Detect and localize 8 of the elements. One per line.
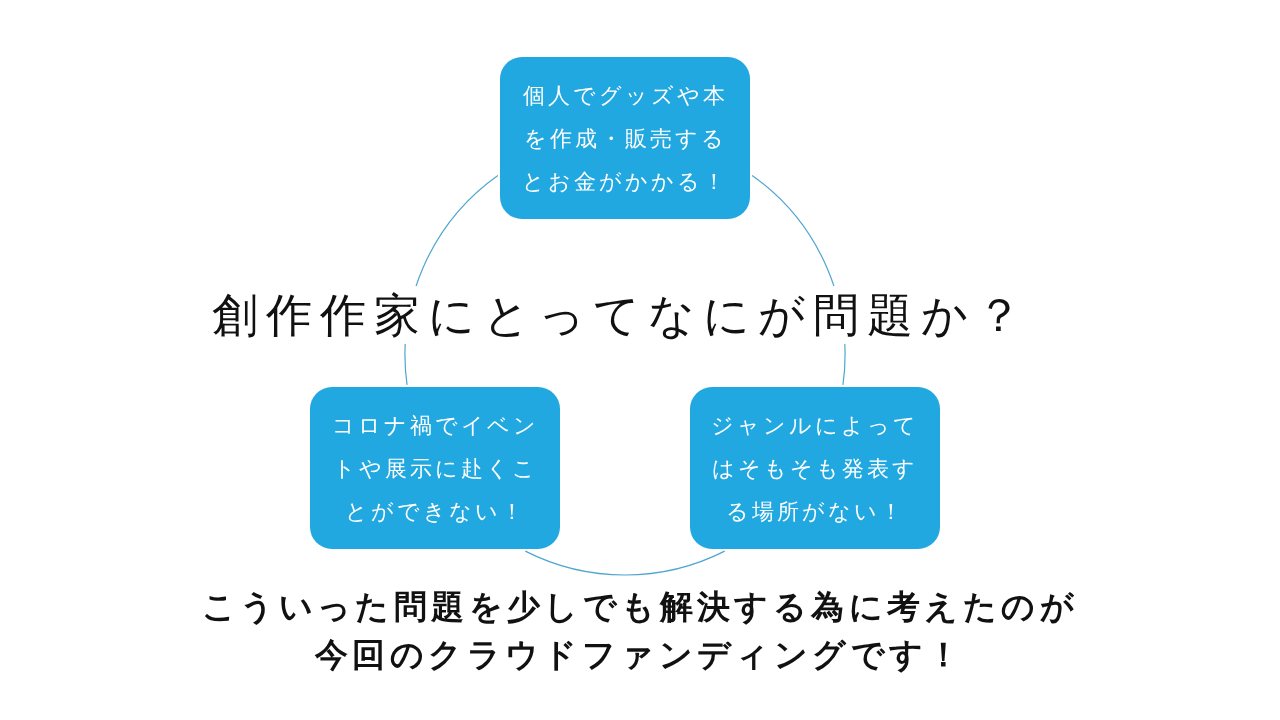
- box-text: ジャンルによってはそもそも発表する場所がない！: [710, 411, 920, 526]
- rounded-box: [500, 57, 750, 219]
- caption-text: こういった問題を少しでも解決する為に考えたのが今回のクラウドファンディングです！: [200, 586, 1080, 676]
- connector-arc: [524, 550, 726, 576]
- box-text: コロナ禍でイベントや展示に赴くことができない！: [330, 411, 540, 526]
- box-text: 個人でグッズや本を作成・販売するとお金がかかる！: [521, 81, 729, 196]
- rounded-box: [310, 387, 560, 549]
- rounded-box: [690, 387, 940, 549]
